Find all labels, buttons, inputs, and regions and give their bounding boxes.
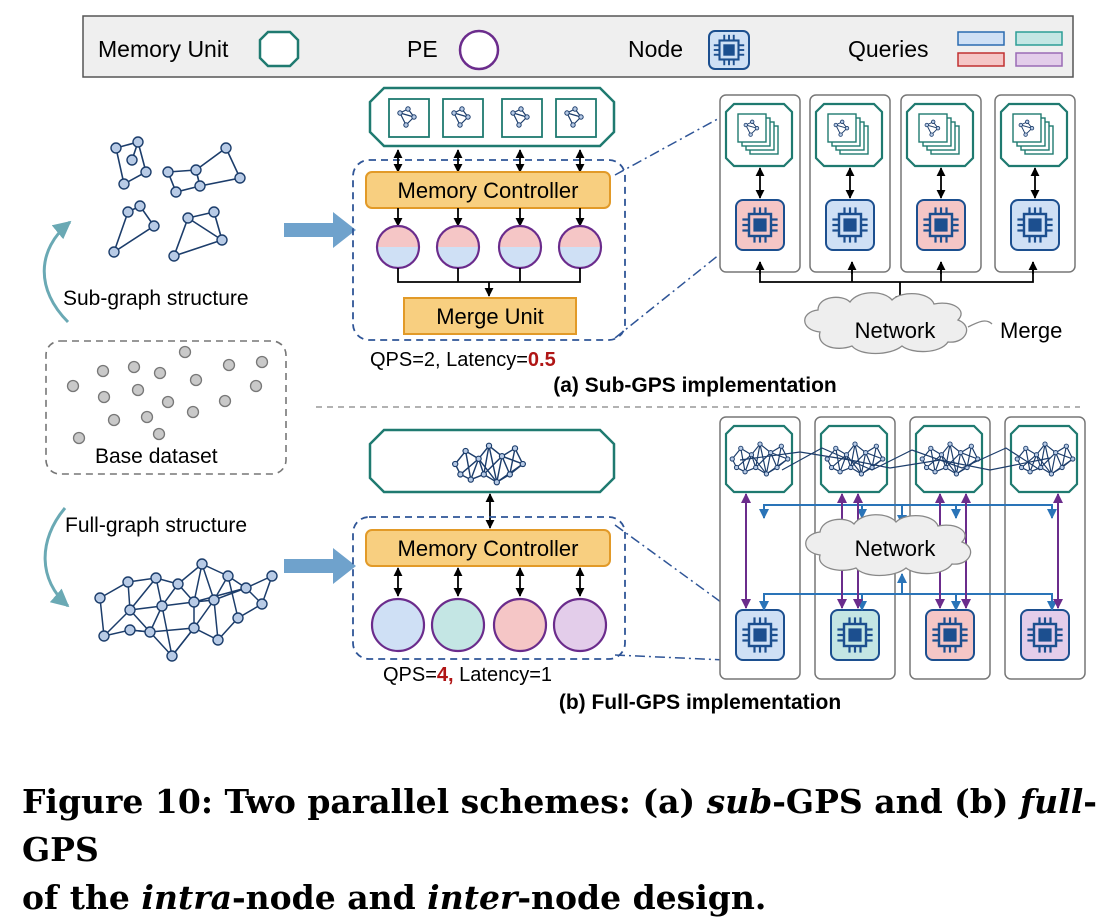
sub-network-label: Network — [855, 318, 937, 343]
full-network-wires — [759, 504, 1057, 611]
memory-unit-icon — [819, 424, 889, 494]
fullgraph-structure-label: Full-graph structure — [65, 514, 247, 537]
merge-label: Merge — [1000, 318, 1062, 343]
sub-memory-subgraphs — [388, 98, 597, 138]
legend-memory-unit-label: Memory Unit — [98, 36, 229, 62]
full-pe-arrows — [393, 567, 585, 597]
merge-cloud-tail — [967, 320, 993, 328]
sub-memory-unit — [368, 86, 616, 148]
sub-node-columns — [719, 94, 1076, 273]
full-pe-units — [370, 597, 608, 653]
sub-memory-controller — [365, 171, 611, 209]
fullgraph-curved-arrow — [43, 507, 70, 608]
legend-queries-label: Queries — [848, 36, 929, 62]
figure-caption-line-1: Figure 10: Two parallel schemes: (a) sub… — [22, 782, 1097, 869]
sub-node-column — [900, 94, 982, 273]
full-node-dashed-box — [352, 516, 626, 660]
query-color-swatches — [957, 31, 1063, 67]
fullgraph-nodes — [94, 558, 278, 662]
figure-caption: Figure 10: Two parallel schemes: (a) sub… — [22, 778, 1112, 922]
memory-unit-icon — [914, 424, 984, 494]
memory-unit-icon — [258, 30, 300, 68]
sub-node-column — [809, 94, 891, 273]
full-qps-latency: QPS=4, Latency=1 — [383, 664, 552, 686]
sub-gps-caption: (a) Sub-GPS implementation — [553, 374, 837, 397]
memory-unit-icon — [724, 424, 794, 494]
full-zoom-line-top — [614, 524, 726, 606]
pe-icon — [458, 29, 500, 71]
legend: Memory Unit PE Node Queries — [82, 15, 1074, 78]
sub-big-arrow — [284, 212, 356, 248]
merge-unit — [403, 297, 577, 335]
sub-pe-units — [375, 224, 603, 270]
sub-zoom-line-bottom — [614, 249, 726, 339]
sub-network-cloud — [804, 292, 968, 355]
sub-qps-latency: QPS=2, Latency=0.5 — [370, 349, 556, 371]
subgraph-curved-arrow — [42, 220, 72, 324]
sub-node-column — [994, 94, 1076, 273]
full-node-column — [1004, 416, 1086, 680]
full-zoom-line-bottom — [614, 654, 726, 661]
sub-network-wires — [755, 261, 1038, 305]
sub-pe-arrows — [393, 208, 585, 227]
base-dataset-points — [66, 345, 269, 445]
legend-node-label: Node — [628, 36, 683, 62]
sub-node-dashed-box — [352, 159, 626, 341]
diagram-figure: Memory Unit PE Node Queries Sub-graph — [42, 15, 1086, 714]
figure-caption-line-2: of the intra-node and inter-node design. — [22, 878, 767, 917]
full-network-cloud — [805, 514, 972, 577]
full-gps-caption: (b) Full-GPS implementation — [559, 691, 841, 714]
full-memory-controller — [365, 529, 611, 567]
full-memory-controller-label: Memory Controller — [398, 536, 579, 561]
full-node-column — [719, 416, 801, 680]
subgraph-nodes — [108, 136, 246, 262]
legend-pe-label: PE — [407, 36, 438, 62]
full-inter-memory-links — [739, 447, 1051, 471]
sub-memory-controller-label: Memory Controller — [398, 178, 579, 203]
merge-unit-label: Merge Unit — [436, 304, 544, 329]
sub-zoom-line-top — [614, 114, 726, 176]
base-dataset-label: Base dataset — [95, 445, 218, 468]
sub-node-column — [719, 94, 801, 273]
subgraph-structure-label: Sub-graph structure — [63, 287, 249, 310]
full-big-arrow — [284, 548, 356, 584]
sub-memory-arrows — [393, 149, 585, 173]
full-network-label: Network — [855, 536, 937, 561]
sub-merge-connector — [397, 268, 581, 297]
node-chip-icon — [708, 30, 750, 70]
